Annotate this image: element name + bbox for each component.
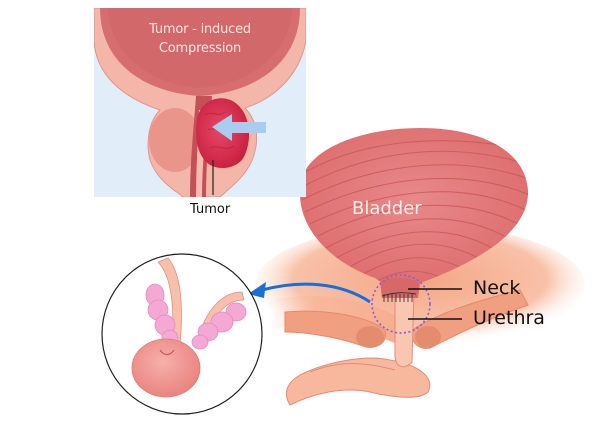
bladder-label: Bladder [352, 198, 422, 219]
inset-title: Tumor - induced Compression [94, 20, 306, 58]
urethra-label: Urethra [473, 307, 545, 329]
inset-title-line1: Tumor - induced [149, 22, 251, 37]
inset-title-line2: Compression [158, 41, 242, 56]
tumor-label: Tumor [190, 202, 231, 217]
penile-urethra [285, 357, 431, 406]
neck-label: Neck [473, 277, 521, 299]
highlight-circle [371, 274, 431, 334]
compression-arrow-icon [212, 114, 266, 141]
bladder [299, 128, 529, 288]
urethra [394, 289, 415, 368]
inset-panel [94, 8, 306, 197]
pointer-arrow-icon [248, 282, 371, 304]
detail-circle [101, 253, 263, 415]
sphincter-stitches [381, 292, 417, 302]
